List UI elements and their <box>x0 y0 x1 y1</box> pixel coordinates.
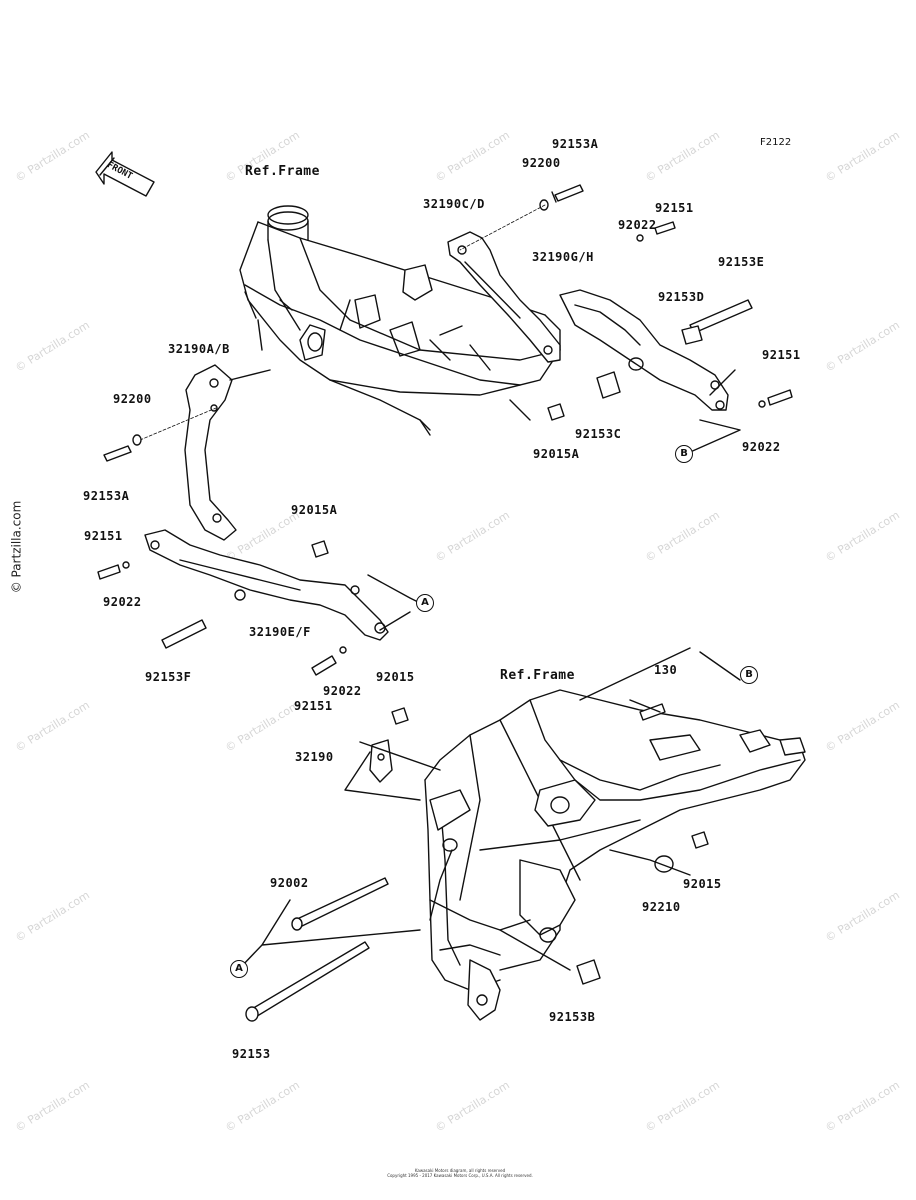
part-label: 92022 <box>618 218 657 232</box>
lower-frame <box>424 689 806 1021</box>
callout-b-lower: B <box>740 666 758 684</box>
part-label: 92153D <box>658 290 705 304</box>
part-label: 92210 <box>642 900 681 914</box>
callout-b-upper: B <box>675 445 693 463</box>
bushing-92153D <box>681 325 703 345</box>
bracket-32190EF <box>144 529 389 641</box>
bolt-130 <box>639 703 666 721</box>
bolt-92153A-top <box>551 184 584 203</box>
washer-92022-top <box>636 234 644 242</box>
washer-92022-bottom <box>339 646 347 654</box>
bushing-92153C <box>596 371 621 399</box>
front-arrow-icon <box>95 151 155 197</box>
ref-frame-label-bottom: Ref.Frame <box>500 668 575 683</box>
part-label: 92200 <box>522 156 561 170</box>
part-label: 92015 <box>683 877 722 891</box>
bolt-92151-right <box>767 389 793 406</box>
bolt-92151-bottom <box>311 655 337 676</box>
part-label: 92151 <box>84 529 123 543</box>
callout-a-lower: A <box>230 960 248 978</box>
washer-92200-left <box>132 434 142 446</box>
bracket-32190CD <box>447 231 561 363</box>
part-label: 92153A <box>83 489 130 503</box>
part-label: 92022 <box>323 684 362 698</box>
part-label: 92153F <box>145 670 192 684</box>
part-label: 32190A/B <box>168 342 230 356</box>
part-label: 92015A <box>533 447 580 461</box>
part-label: 92022 <box>103 595 142 609</box>
bolt-92153 <box>249 941 370 1019</box>
bushing-92153B <box>576 959 601 985</box>
part-label: 92015 <box>376 670 415 684</box>
copyright-line: Kawasaki Motors diagram, all rights rese… <box>414 1168 506 1173</box>
part-label: 92151 <box>655 201 694 215</box>
bolt-92002 <box>294 877 389 929</box>
part-label: 92153 <box>232 1047 271 1061</box>
nut-92015-right <box>691 831 709 849</box>
part-label: 32190 <box>295 750 334 764</box>
part-label: 92015A <box>291 503 338 517</box>
ref-frame-label-top: Ref.Frame <box>245 164 320 179</box>
bracket-32190 <box>369 739 393 783</box>
part-label: 92153A <box>552 137 599 151</box>
nut-92015A-right <box>547 403 565 421</box>
part-label: 92022 <box>742 440 781 454</box>
washer-92022-left <box>122 561 130 569</box>
part-label: 92151 <box>294 699 333 713</box>
part-label: 32190C/D <box>423 197 485 211</box>
nut-92210 <box>654 855 674 873</box>
washer-92022-right <box>758 400 766 408</box>
part-label: 32190G/H <box>532 250 594 264</box>
part-label: 92153E <box>718 255 765 269</box>
washer-92200-top <box>539 199 549 211</box>
callout-a-upper: A <box>416 594 434 612</box>
bolt-92151-top <box>654 221 676 235</box>
nut-92015-top <box>391 707 409 725</box>
part-label: 130 <box>654 663 678 677</box>
copyright-line: Copyright 1995 - 2017 Kawasaki Motors Co… <box>387 1173 533 1178</box>
bracket-32190AB <box>184 364 237 541</box>
part-label: 92151 <box>762 348 801 362</box>
nut-92015A-mid <box>311 540 329 558</box>
bolt-92153F <box>161 619 207 649</box>
part-label: 92153C <box>575 427 622 441</box>
bolt-92153A-left <box>103 445 132 462</box>
copyright-notice: Kawasaki Motors diagram, all rights rese… <box>340 1168 580 1178</box>
figure-id: F2122 <box>760 137 792 148</box>
part-label: 32190E/F <box>249 625 311 639</box>
bracket-32190GH <box>559 289 729 411</box>
bolt-92151-left <box>97 564 121 580</box>
part-label: 92200 <box>113 392 152 406</box>
part-label: 92153B <box>549 1010 596 1024</box>
part-label: 92002 <box>270 876 309 890</box>
